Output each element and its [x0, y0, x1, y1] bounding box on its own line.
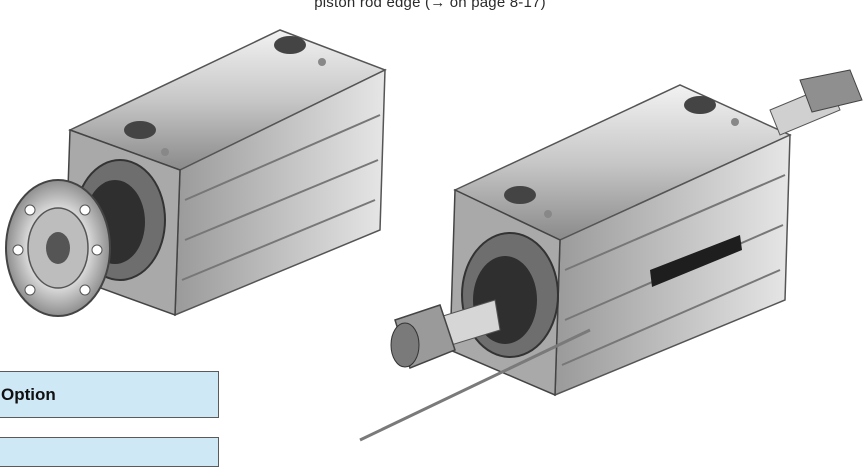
- cylinder-with-flange-icon: [5, 29, 387, 317]
- option-row-box: [0, 437, 219, 467]
- option-header-box: Option: [0, 371, 219, 418]
- cylinder-with-rod-and-sensor-icon: [359, 69, 863, 442]
- option-label: Option: [1, 385, 56, 404]
- caption-text: piston rod edge (→ on page 8-17): [314, 0, 546, 11]
- product-illustrations: [5, 29, 863, 442]
